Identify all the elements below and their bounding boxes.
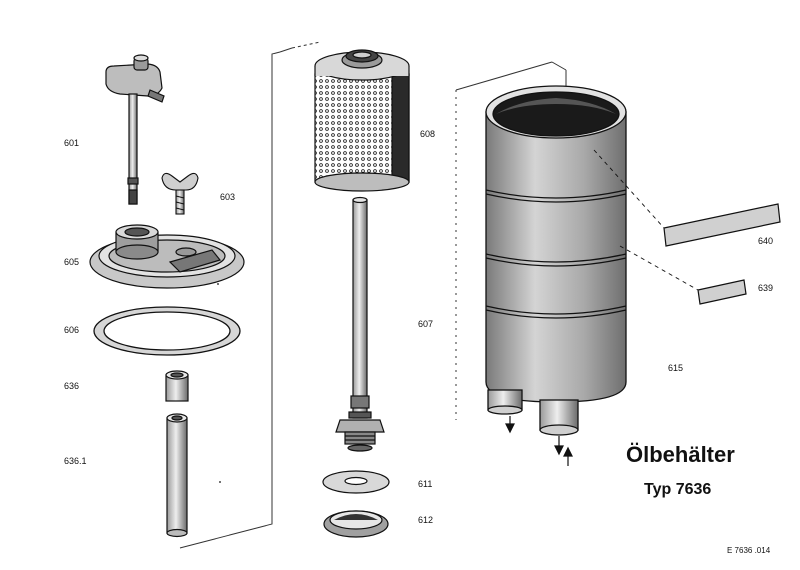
part-label-640: 640 [758,236,774,246]
drawing-title: Ölbehälter [626,442,735,467]
part-label-639: 639 [758,283,774,293]
dipstick-cap-601 [105,54,165,205]
filter-cartridge-608 [314,49,410,192]
washer-611 [322,470,390,494]
assembly-bracket-right [455,61,567,420]
wing-screw-603 [161,172,199,215]
document-reference: E 7636 .014 [727,546,771,555]
cover-lid-605 [89,224,245,289]
part-label-607: 607 [418,319,434,329]
part-label-601: 601 [64,138,80,148]
standpipe-607 [335,196,385,452]
part-label-608: 608 [420,129,436,139]
part-label-605: 605 [64,257,80,267]
cup-washer-612 [323,510,389,538]
sleeve-636 [165,370,189,402]
gasket-ring-606 [93,306,241,356]
part-label-611: 611 [418,479,433,489]
part-label-636-1: 636.1 [64,456,87,466]
assembly-bracket-middle [179,41,321,549]
part-label-636: 636 [64,381,80,391]
label-plate-639 [619,245,747,305]
part-label-603: 603 [220,192,236,202]
label-plate-640 [593,149,781,247]
part-label-606: 606 [64,325,80,335]
part-label-615: 615 [668,363,684,373]
oil-tank-615 [485,85,627,436]
stray-marks [217,283,221,483]
tube-636-1 [166,413,188,538]
drawing-subtitle: Typ 7636 [644,481,712,498]
flow-arrows [505,416,573,466]
part-label-612: 612 [418,515,434,525]
